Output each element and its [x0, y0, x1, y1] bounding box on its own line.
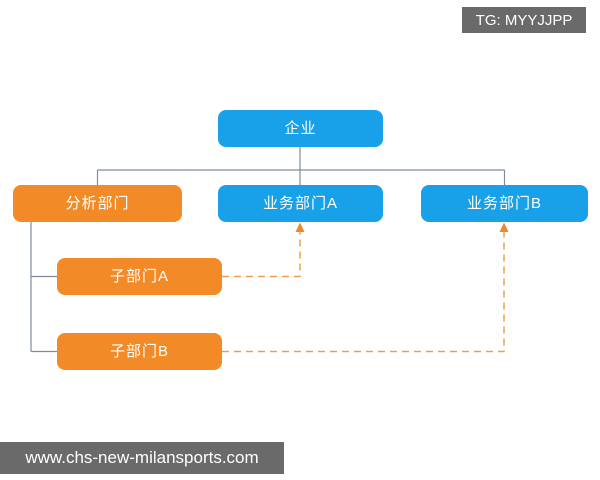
node-sub-dept-b-label: 子部门B — [109, 343, 169, 360]
node-analysis-dept: 分析部门 — [13, 185, 182, 222]
telegram-badge: TG: MYYJJPP — [462, 7, 586, 33]
node-enterprise-label: 企业 — [284, 120, 317, 137]
node-enterprise: 企业 — [218, 110, 383, 147]
solid-connectors — [30, 147, 506, 353]
arrowheads — [295, 222, 509, 232]
site-url-badge: www.chs-new-milansports.com — [0, 442, 284, 474]
telegram-badge-text: TG: MYYJJPP — [475, 11, 573, 29]
site-url-text: www.chs-new-milansports.com — [25, 448, 259, 467]
node-business-dept-b: 业务部门B — [421, 185, 588, 222]
node-business-dept-a: 业务部门A — [218, 185, 383, 222]
dashed-connectors — [222, 232, 505, 353]
arrow-up-business-a-icon — [295, 222, 305, 232]
node-sub-dept-a: 子部门A — [57, 258, 222, 295]
edge-sub-b-to-business-b — [222, 232, 505, 353]
node-business-dept-a-label: 业务部门A — [262, 195, 338, 212]
node-sub-dept-a-label: 子部门A — [109, 268, 169, 285]
node-sub-dept-b: 子部门B — [57, 333, 222, 370]
node-analysis-dept-label: 分析部门 — [65, 195, 130, 212]
arrow-up-business-b-icon — [499, 222, 509, 232]
edge-sub-a-to-business-a — [222, 232, 301, 278]
node-business-dept-b-label: 业务部门B — [466, 195, 542, 212]
